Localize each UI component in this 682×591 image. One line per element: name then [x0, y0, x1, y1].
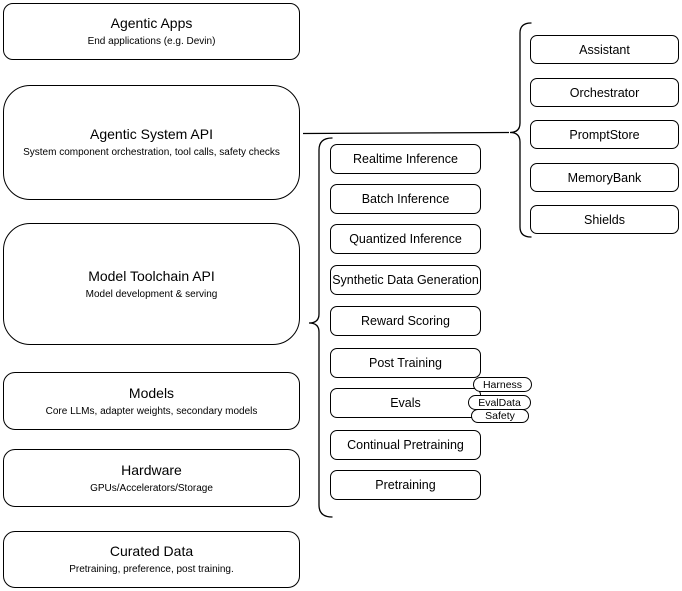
system-component-promptstore: PromptStore: [530, 120, 679, 149]
toolchain-item-label: Post Training: [369, 356, 442, 370]
toolchain-item-pretraining: Pretraining: [330, 470, 481, 500]
toolchain-item-reward-scoring: Reward Scoring: [330, 306, 481, 336]
system-component-shields: Shields: [530, 205, 679, 234]
toolchain-item-label: Batch Inference: [361, 192, 450, 206]
layer-title: Hardware: [121, 461, 182, 478]
toolchain-item-label: Pretraining: [375, 478, 436, 492]
eval-tag-label: EvalData: [478, 396, 521, 409]
toolchain-item-post-training: Post Training: [330, 348, 481, 378]
layer-agentic-apps: Agentic Apps End applications (e.g. Devi…: [3, 3, 300, 60]
eval-tag-label: Safety: [485, 410, 515, 422]
eval-tag-safety: Safety: [471, 409, 529, 423]
toolchain-item-synthetic-data-generation: Synthetic Data Generation: [330, 265, 481, 295]
layer-title: Models: [128, 384, 175, 401]
layer-model-toolchain-api: Model Toolchain API Model development & …: [3, 223, 300, 345]
toolchain-item-continual-pretraining: Continual Pretraining: [330, 430, 481, 460]
toolchain-item-label: Quantized Inference: [349, 232, 462, 246]
layer-agentic-system-api: Agentic System API System component orch…: [3, 85, 300, 200]
layer-subtitle: Model development & serving: [85, 288, 218, 300]
toolchain-item-realtime-inference: Realtime Inference: [330, 144, 481, 174]
layer-curated-data: Curated Data Pretraining, preference, po…: [3, 531, 300, 588]
eval-tag-evaldata: EvalData: [468, 395, 531, 410]
toolchain-item-label: Synthetic Data Generation: [332, 273, 479, 287]
layer-title: Curated Data: [109, 543, 194, 559]
toolchain-item-evals: Evals: [330, 388, 481, 418]
layer-title: Agentic System API: [90, 126, 213, 142]
layer-hardware: Hardware GPUs/Accelerators/Storage: [3, 449, 300, 507]
toolchain-item-label: Continual Pretraining: [347, 438, 464, 452]
system-component-label: Shields: [584, 212, 625, 227]
eval-tag-label: Harness: [482, 378, 523, 391]
system-component-label: Assistant: [579, 42, 630, 57]
layer-subtitle: Pretraining, preference, post training.: [69, 564, 234, 575]
system-component-orchestrator: Orchestrator: [530, 78, 679, 107]
system-api-to-components-line: [302, 131, 510, 135]
toolchain-item-quantized-inference: Quantized Inference: [330, 224, 481, 254]
system-component-memorybank: MemoryBank: [530, 163, 679, 192]
toolchain-brace: [308, 137, 333, 518]
toolchain-item-label: Realtime Inference: [353, 152, 458, 166]
system-component-label: Orchestrator: [569, 85, 640, 100]
layer-models: Models Core LLMs, adapter weights, secon…: [3, 372, 300, 430]
layer-subtitle: End applications (e.g. Devin): [87, 36, 216, 47]
system-component-label: PromptStore: [569, 127, 640, 142]
system-components-brace: [509, 22, 532, 238]
toolchain-item-batch-inference: Batch Inference: [330, 184, 481, 214]
toolchain-item-label: Evals: [390, 396, 421, 410]
layer-subtitle: Core LLMs, adapter weights, secondary mo…: [45, 405, 258, 417]
layer-title: Agentic Apps: [110, 15, 193, 31]
layer-subtitle: GPUs/Accelerators/Storage: [90, 482, 213, 494]
layer-title: Model Toolchain API: [88, 267, 215, 284]
eval-tag-harness: Harness: [473, 377, 532, 392]
system-component-label: MemoryBank: [567, 170, 642, 185]
layer-subtitle: System component orchestration, tool cal…: [23, 147, 280, 158]
toolchain-item-label: Reward Scoring: [361, 314, 450, 328]
system-component-assistant: Assistant: [530, 35, 679, 64]
